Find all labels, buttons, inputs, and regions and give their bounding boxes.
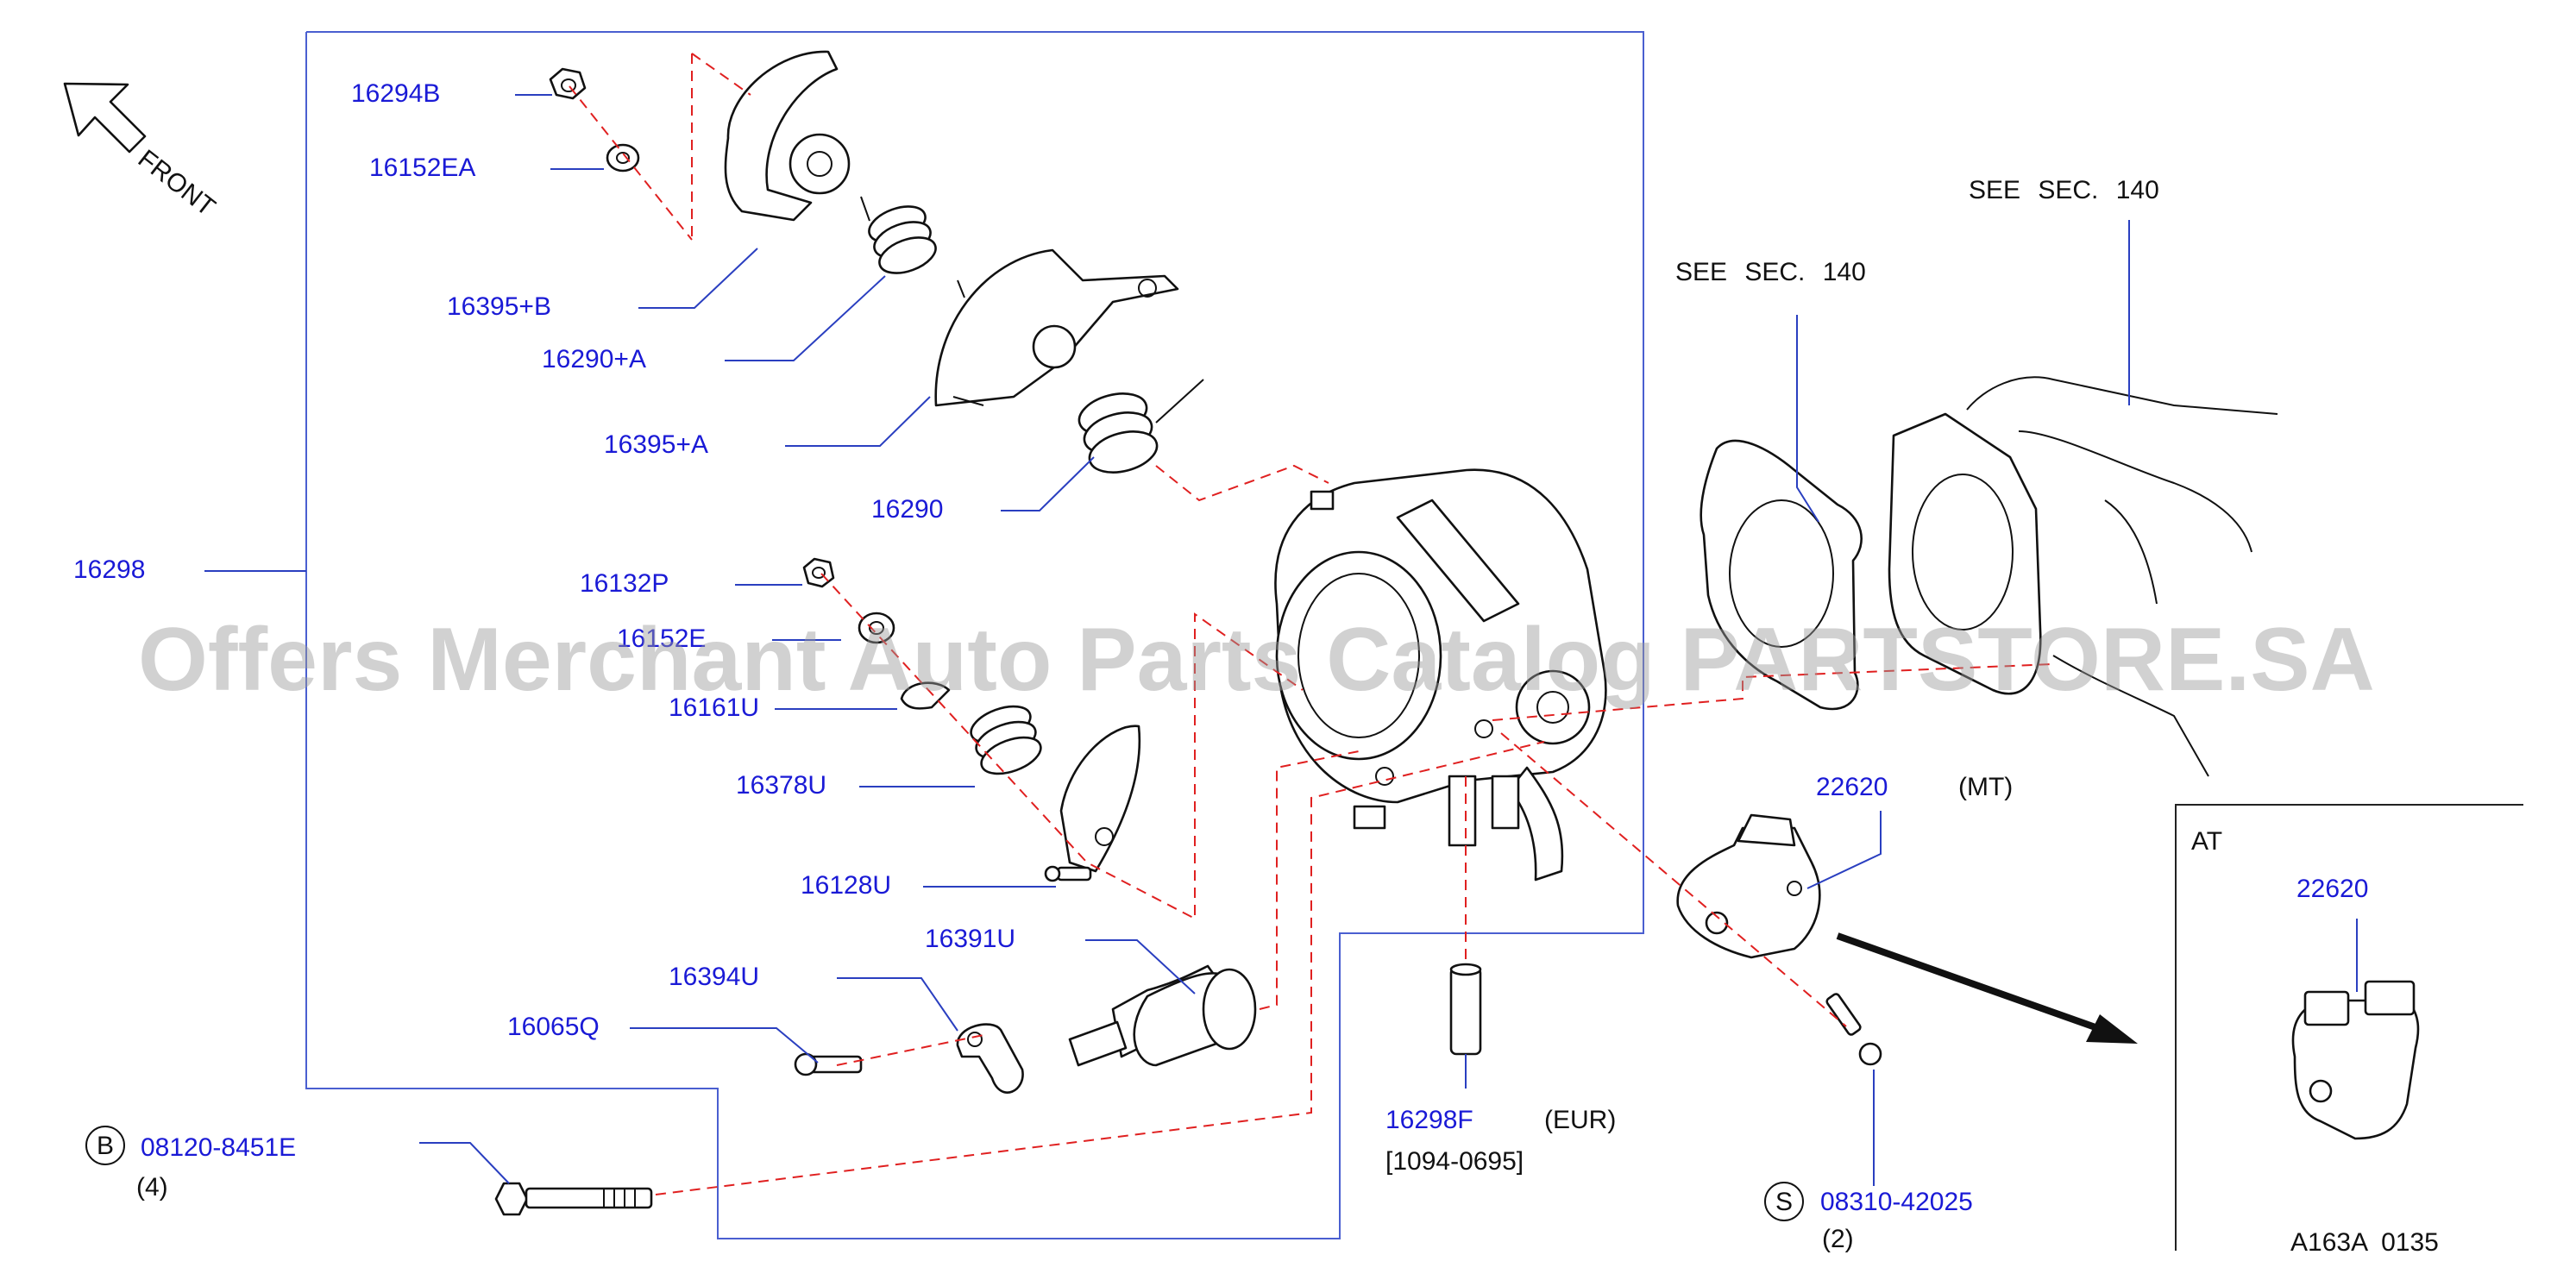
quantity-08120-8451E: (4) [136,1173,168,1202]
note-eur: (EUR) [1544,1106,1616,1134]
pipe-16298F-icon [1449,963,1482,1056]
intake-manifold-icon [1888,376,2278,777]
note-mt: (MT) [1958,773,2013,801]
callout-22620-mt: 22620 [1816,773,1888,801]
spring-16290A-icon [860,196,937,274]
callout-16152E: 16152E [617,624,706,653]
callout-16395B: 16395+B [447,292,551,321]
dashpot-16391U-icon [1068,964,1257,1067]
washer-16152E-icon [858,612,895,644]
symbol-s-letter: S [1775,1188,1793,1216]
symbol-b-letter: B [97,1132,114,1160]
throttle-lever-16395B-icon [724,50,851,222]
callout-16394U: 16394U [669,963,759,991]
callout-16290: 16290 [871,495,943,524]
nut-16132P-icon [802,557,835,588]
spring-16378U-icon [970,705,1042,775]
throttle-body-icon [1274,468,1607,882]
note-date-range: [1094-0695] [1385,1147,1524,1176]
callout-16294B: 16294B [351,79,440,108]
washer-16152EA-icon [606,143,640,173]
bracket-16394U-icon [956,1023,1024,1094]
quantity-08310-42025: (2) [1822,1225,1854,1253]
assembly-frame [305,31,1644,1239]
callout-16290A: 16290+A [542,345,646,373]
diagram-code: A163A 0135 [2290,1228,2439,1257]
symbol-b-badge: B [85,1126,125,1165]
clip-16161U-icon [900,681,951,710]
front-arrow-icon [63,82,147,154]
plate-16128U-icon [1059,725,1141,873]
spring-16290-icon [1078,379,1204,474]
callout-16161U: 16161U [669,693,759,722]
callout-16298: 16298 [73,555,145,584]
mt-to-at-arrow-icon [1836,932,2138,1044]
gasket-icon [1700,439,1863,711]
bolt-08120-8451E-icon [494,1182,653,1216]
callout-16378U: 16378U [736,771,826,800]
callout-16298F: 16298F [1385,1106,1473,1134]
throttle-lever-16395A-icon [934,248,1179,407]
watermark: Offers Merchant Auto Parts Catalog PARTS… [138,610,2375,710]
callout-08310-42025: 08310-42025 [1820,1188,1973,1216]
screw-08310-42025-icon [1825,993,1882,1066]
callout-16132P: 16132P [580,569,669,598]
throttle-position-sensor-mt-icon [1676,813,1821,959]
assembly-guide-lines [569,53,2054,1195]
nut-16294B-icon [549,67,587,100]
screw-16128U-icon [1044,865,1092,882]
note-at: AT [2191,827,2222,856]
screw-16065Q-icon [794,1052,863,1076]
callout-16152EA: 16152EA [369,154,475,182]
reference-see-sec-2: SEE SEC. 140 [1969,176,2159,204]
throttle-position-sensor-at-icon [2291,980,2420,1140]
leader-lines [204,94,2358,1186]
callout-16391U: 16391U [925,925,1015,953]
front-label: FRONT [133,145,221,223]
callout-16128U: 16128U [801,871,891,900]
callout-22620-at: 22620 [2296,875,2368,903]
callout-16065Q: 16065Q [507,1013,600,1041]
reference-see-sec-1: SEE SEC. 140 [1675,258,1866,286]
symbol-s-badge: S [1764,1182,1804,1221]
callout-08120-8451E: 08120-8451E [141,1133,296,1162]
at-inset-frame [2175,804,2523,1251]
callout-16395A: 16395+A [604,430,708,459]
